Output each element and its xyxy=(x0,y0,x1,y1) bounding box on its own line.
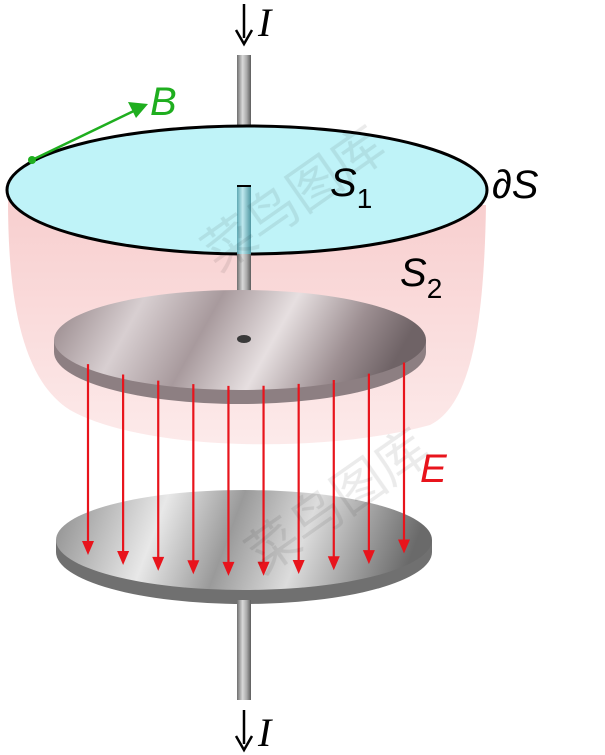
bottom-plate xyxy=(56,490,432,590)
electric-field-arrowhead xyxy=(82,541,94,556)
electric-field-arrowhead xyxy=(362,550,375,565)
magnetic-field-arrow xyxy=(28,102,148,164)
wire-bottom xyxy=(237,600,251,700)
current-label-bottom: I xyxy=(257,710,273,755)
electric-field-arrowhead xyxy=(152,556,165,571)
surface-two-label: S2 xyxy=(400,251,442,304)
electric-field-arrowhead xyxy=(292,559,305,574)
electric-field-arrowhead xyxy=(187,560,200,575)
surface-one-subscript: 1 xyxy=(357,183,373,214)
electric-field-arrowhead xyxy=(222,561,235,576)
wire-through-surface xyxy=(237,186,251,254)
boundary-label: ∂S xyxy=(492,163,539,207)
electric-field-lines xyxy=(82,362,410,576)
current-label-top: I xyxy=(257,0,273,45)
current-arrow-bottom xyxy=(234,710,254,753)
electric-field-label: E xyxy=(420,447,448,491)
surface-two-subscript: 2 xyxy=(427,273,443,304)
electric-field-arrowhead xyxy=(327,556,340,571)
electric-field-arrowhead xyxy=(398,539,410,554)
current-arrow-top xyxy=(234,4,254,47)
magnetic-field-label: B xyxy=(150,80,177,124)
electric-field-arrowhead xyxy=(117,550,130,565)
wire-plate-contact xyxy=(237,335,251,343)
electric-field-arrowhead xyxy=(257,561,270,576)
surface-one-label: S1 xyxy=(330,161,372,214)
